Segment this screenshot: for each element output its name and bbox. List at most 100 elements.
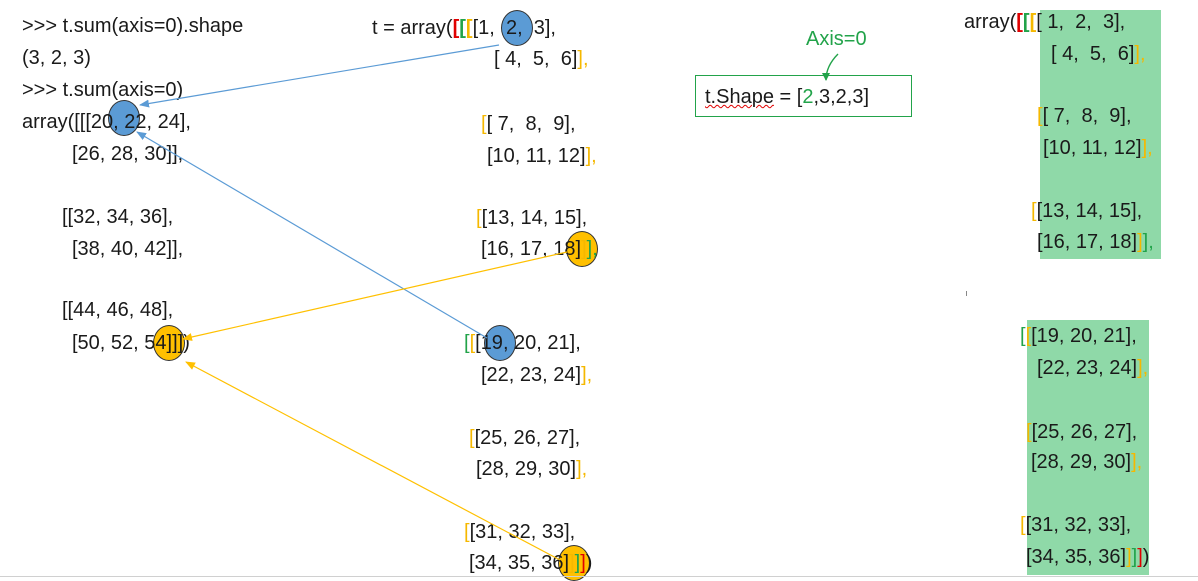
mid-r6-highlight: 18 [553,238,576,260]
right-r12-c2: ] [1131,546,1138,568]
mid-r5: [13, 14, 15], [481,207,588,229]
mid-row-3: [[ 7, 8, 9], [481,112,576,136]
right-row-9: [[25, 26, 27], [1026,420,1137,444]
shape-box [695,75,912,117]
shape-rest: ,3,2,3] [813,86,870,108]
right-bracket-9: [ [1020,514,1026,536]
right-r5: [13, 14, 15], [1036,200,1143,222]
right-r2: [ 4, 5, 6] [1051,43,1135,65]
mid-row-6: [16, 17, 18]]], [481,237,598,261]
shape-eq: = [ [773,86,803,108]
right-row-1: array([[[[ 1, 2, 3], [964,10,1125,34]
mid-r7-post: , 20, 21], [502,332,581,354]
right-bracket-3: [ [1029,11,1037,33]
left-result-row-5: [[44, 46, 48], [62,299,174,321]
mid-r6-close2: ] [581,238,587,260]
arrow-1-to-20 [139,44,500,108]
left-r6-highlight: 54 [144,332,167,354]
left-result-row-4: [38, 40, 42]], [72,238,184,260]
right-r6-c1: ] [1137,231,1143,253]
shape-name: t.Shape [705,86,774,108]
right-r12-c1: ] [1126,546,1132,568]
right-bracket-4: [ [1037,105,1043,127]
right-r4-close: ], [1141,137,1153,159]
mid-bracket-7: [ [464,332,470,354]
left-r6-pre: [50, 52, [72,332,145,354]
mid-row-1: t = array([[[[1, 2, 3], [372,16,556,40]
mid-r12-highlight: 36 [541,552,564,574]
left-r1-highlight: 20 [90,111,114,133]
right-r10-close: ], [1131,451,1143,473]
mid-row-9: [[25, 26, 27], [469,426,580,450]
right-row-7: [[[19, 20, 21], [1020,324,1137,348]
right-r2-close: ], [1134,43,1146,65]
mid-row-11: [[31, 32, 33], [464,520,575,544]
left-result-row-1: array([[[20, 22, 24], [22,110,191,134]
mid-r1-post: , 2, 3], [489,17,556,39]
highlight-circle-36 [558,545,590,581]
right-r12-c3: ] [1137,546,1143,568]
mid-row-5: [[13, 14, 15], [476,206,587,230]
right-row-2: [ 4, 5, 6]], [1051,42,1146,66]
mid-r6-close1: ] [575,238,582,260]
mid-row-10: [28, 29, 30]], [476,457,587,481]
mid-r6-pre: [16, 17, [481,238,554,260]
mid-r9: [25, 26, 27], [474,427,581,449]
right-bracket-7: [ [1025,325,1032,347]
right-row-3: [[ 7, 8, 9], [1037,104,1132,128]
mid-bracket-3: [ [465,17,473,39]
right-r10: [28, 29, 30] [1031,451,1132,473]
right-r9: [25, 26, 27], [1031,421,1138,443]
right-r11: [31, 32, 33], [1025,514,1132,536]
right-r3: [ 7, 8, 9], [1042,105,1132,127]
mid-r8-close: ], [581,364,593,386]
right-bracket-2: [ [1022,11,1030,33]
mid-r4: [10, 11, 12] [487,145,586,167]
mid-bracket-5: [ [481,113,487,135]
arrow-19-to-20 [136,131,488,339]
arrow-18-to-54 [182,251,568,341]
mid-r12-pre: [34, 35, [469,552,542,574]
mid-row-7: [[[19, 20, 21], [464,331,581,355]
right-r12-end: ) [1142,546,1150,568]
left-result-row-3: [[32, 34, 36], [62,206,174,228]
mid-r12-c1: ] [563,552,570,574]
mid-r12-c4: ] [580,552,586,574]
mid-r4-close: ], [585,145,597,167]
right-r6: [16, 17, 18] [1037,231,1138,253]
mid-r10-close: ], [576,458,588,480]
highlight-circle-20 [108,100,140,136]
mid-r6-close3: ], [586,238,598,260]
right-bracket-8: [ [1026,421,1032,443]
green-panel-bottom [1027,320,1149,575]
mid-prefix: t = array( [372,17,453,39]
right-prefix: array( [964,11,1017,33]
mid-bracket-4: [ [472,17,479,39]
right-r4: [10, 11, 12] [1043,137,1142,159]
right-bracket-5: [ [1031,200,1037,222]
shape-text: t.Shape = [2,3,2,3] [705,85,869,109]
right-r8-close: ], [1137,357,1149,379]
left-r2-highlight: 30 [144,143,167,165]
mid-bracket-2: [ [459,17,466,39]
mid-r12-c3: ] [574,552,581,574]
mid-r12-end: ) [585,552,593,574]
right-row-12: [34, 35, 36]]]]) [1026,545,1149,569]
right-r8: [22, 23, 24] [1037,357,1138,379]
green-panel-top [1040,10,1161,259]
mid-r12-c2: ] [569,552,575,574]
right-row-6: [16, 17, 18]]], [1037,230,1154,254]
axis-label: Axis=0 [806,28,867,50]
right-bracket-1: [ [1016,11,1023,33]
mid-r11: [31, 32, 33], [469,521,576,543]
right-r6-c2: ], [1142,231,1154,253]
mid-r1-highlight: 1 [478,17,490,39]
shape-highlight-dim: 2 [802,86,814,108]
mid-row-12: [34, 35, 36]]]]) [469,551,592,575]
mid-r7-pre: [ [475,332,481,354]
mid-row-4: [10, 11, 12]], [487,144,597,168]
mid-r2: [ 4, 5, 6] [494,48,578,70]
left-r2-post: ]], [166,143,184,165]
left-code-line-3: >>> t.sum(axis=0) [22,79,184,101]
left-code-line-1: >>> t.sum(axis=0).shape [22,15,244,37]
